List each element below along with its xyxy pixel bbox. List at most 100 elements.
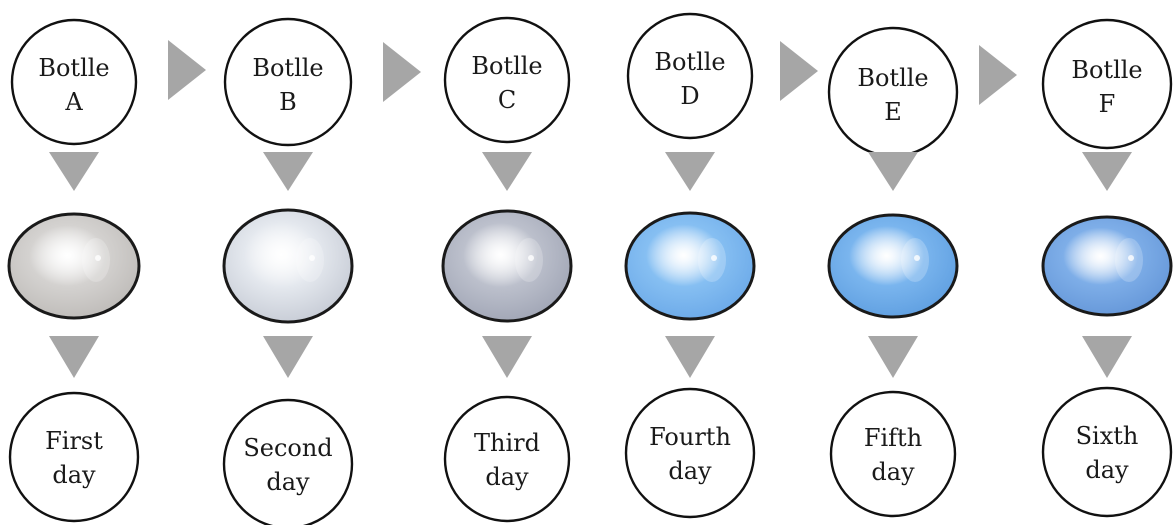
bottle-circle-shape (223, 17, 353, 147)
bottle-circle-shape (827, 26, 959, 158)
day-label: Sixth day (1076, 422, 1139, 484)
sample-drop (441, 209, 573, 323)
bottle-label-line1: Botlle (471, 52, 542, 80)
day-label: Second day (243, 434, 332, 496)
day-label-line2: day (266, 468, 310, 496)
day-label-line2: day (1085, 456, 1129, 484)
sample-drop (1041, 215, 1173, 317)
sample-glint (528, 255, 534, 261)
day-label-line1: Third (474, 429, 540, 457)
bottle-label-line2: D (680, 82, 699, 110)
day-label-line2: day (871, 458, 915, 486)
day-label: First day (45, 427, 103, 489)
right-arrow-icon (168, 40, 206, 100)
right-arrow-icon (979, 45, 1017, 105)
bottle-circle-shape (443, 16, 571, 144)
day-circle: Fourth day (624, 387, 756, 519)
day-label-line2: day (668, 457, 712, 485)
down-arrow-icon (868, 336, 918, 378)
sample-image (441, 209, 573, 323)
sample-image (7, 212, 141, 320)
day-label-line1: Fifth (864, 424, 922, 452)
bottle-label-line1: Botlle (857, 64, 928, 92)
sample-glint (914, 255, 920, 261)
bottle-label-line2: F (1099, 90, 1116, 118)
bottle-label-line2: C (498, 86, 516, 114)
day-label: Fifth day (864, 424, 922, 486)
bottle-circle-shape (10, 18, 138, 146)
bottle-label-line1: Botlle (252, 54, 323, 82)
day-circle: Fifth day (829, 390, 957, 518)
bottle-circle-shape (626, 12, 754, 140)
right-arrow-icon (780, 41, 818, 101)
down-arrow-icon (482, 336, 532, 378)
day-circle-shape (624, 387, 756, 519)
day-circles-row: First day Second day Third day Fourth day Fifth d… (8, 386, 1173, 525)
day-label-line1: First (45, 427, 103, 455)
down-arrow-icon (263, 336, 313, 378)
down-arrow-icon (665, 336, 715, 378)
down-arrow-icon (1082, 152, 1132, 191)
bottle-label-line1: Botlle (38, 54, 109, 82)
down-arrow-icon (49, 152, 99, 191)
day-circle-shape (443, 395, 571, 523)
sample-glint (1128, 255, 1134, 261)
day-circle: Second day (222, 398, 354, 525)
sample-image (222, 208, 354, 324)
day-circle-shape (829, 390, 957, 518)
sample-drop (624, 211, 756, 321)
down-arrow-icon (482, 152, 532, 191)
down-arrow-icon (49, 336, 99, 378)
down-arrows (49, 152, 1132, 378)
sample-glint (711, 255, 717, 261)
down-arrow-icon (1082, 336, 1132, 378)
down-arrow-icon (665, 152, 715, 191)
day-label: Fourth day (649, 423, 731, 485)
bottle-label-line2: B (279, 88, 297, 116)
day-label-line1: Sixth (1076, 422, 1139, 450)
down-arrow-icon (868, 152, 918, 191)
sample-images-row (7, 208, 1173, 324)
bottle-circle-shape (1041, 18, 1173, 150)
day-circle: Sixth day (1041, 386, 1173, 518)
down-arrow-icon (263, 152, 313, 191)
day-label-line1: Fourth (649, 423, 731, 451)
bottle-label-line1: Botlle (654, 48, 725, 76)
day-circle-shape (1041, 386, 1173, 518)
bottle-label-line1: Botlle (1071, 56, 1142, 84)
day-label-line1: Second (243, 434, 332, 462)
bottle-label-line2: A (64, 88, 83, 116)
day-circle-shape (8, 391, 140, 523)
sample-drop (222, 208, 354, 324)
sample-image (827, 213, 959, 319)
day-label-line2: day (52, 461, 96, 489)
right-arrow-icon (383, 42, 421, 102)
sample-drop (7, 212, 141, 320)
bottle-label-line2: E (884, 98, 902, 126)
day-circle: Third day (443, 395, 571, 523)
day-label: Third day (474, 429, 540, 491)
day-circle: First day (8, 391, 140, 523)
sample-glint (309, 255, 315, 261)
sample-drop (827, 213, 959, 319)
day-label-line2: day (485, 463, 529, 491)
day-circle-shape (222, 398, 354, 525)
horizontal-arrows (168, 40, 1017, 105)
sample-image (624, 211, 756, 321)
sample-image (1041, 215, 1173, 317)
sample-glint (95, 255, 101, 261)
